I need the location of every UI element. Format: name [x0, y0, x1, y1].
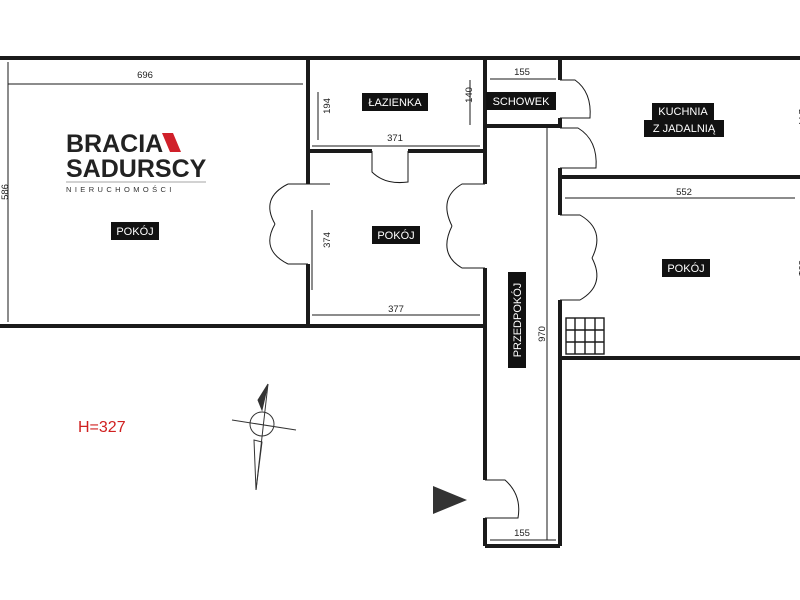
- logo-line2: SADURSCY: [66, 155, 207, 183]
- dim-right-room-width: 552: [676, 187, 692, 198]
- room-label-storage: SCHOWEK: [493, 96, 551, 108]
- dim-right-room-height: 391: [796, 260, 800, 276]
- room-label-bathroom: ŁAZIENKA: [368, 97, 422, 109]
- company-logo: BRACIA SADURSCY NIERUCHOMOŚCI: [66, 130, 207, 194]
- dim-bath-right: 140: [464, 87, 475, 103]
- logo-line1: BRACIA: [66, 130, 163, 158]
- dimension-ticks: [311, 80, 471, 290]
- dim-bath-width: 371: [387, 133, 403, 144]
- room-labels: POKÓJ ŁAZIENKA SCHOWEK KUCHNIA Z JADALNI…: [111, 92, 724, 368]
- dim-kitchen-height: 244: [796, 109, 800, 125]
- dim-middle-width: 377: [388, 304, 404, 315]
- dim-bath-height: 194: [322, 98, 333, 114]
- logo-tagline: NIERUCHOMOŚCI: [66, 185, 175, 194]
- inner-lines: [7, 62, 795, 541]
- room-label-kitchen-line1: KUCHNIA: [658, 106, 708, 118]
- room-label-living-left: POKÓJ: [116, 225, 153, 238]
- entrance-arrow-icon: [433, 486, 467, 514]
- compass-icon: [231, 383, 297, 491]
- dim-middle-height: 374: [322, 232, 333, 248]
- dim-entry-width: 155: [514, 528, 530, 539]
- dim-storage-width: 155: [514, 67, 530, 78]
- logo-accent-mark: [162, 133, 181, 152]
- walls: [0, 56, 800, 548]
- dim-left-width: 696: [137, 70, 153, 81]
- dim-hall-length: 970: [537, 326, 548, 342]
- dim-left-height: 586: [0, 184, 11, 200]
- room-label-hallway: PRZEDPOKÓJ: [511, 283, 524, 358]
- room-label-middle: POKÓJ: [377, 229, 414, 242]
- radiator-icon: [565, 317, 605, 355]
- room-label-right: POKÓJ: [667, 262, 704, 275]
- dimension-labels: 696 586 194 140 371 155 244 552 374 391 …: [0, 67, 800, 539]
- room-label-kitchen-line2: Z JADALNIĄ: [653, 123, 716, 135]
- ceiling-height-note: H=327: [78, 419, 126, 436]
- doors: [269, 79, 598, 519]
